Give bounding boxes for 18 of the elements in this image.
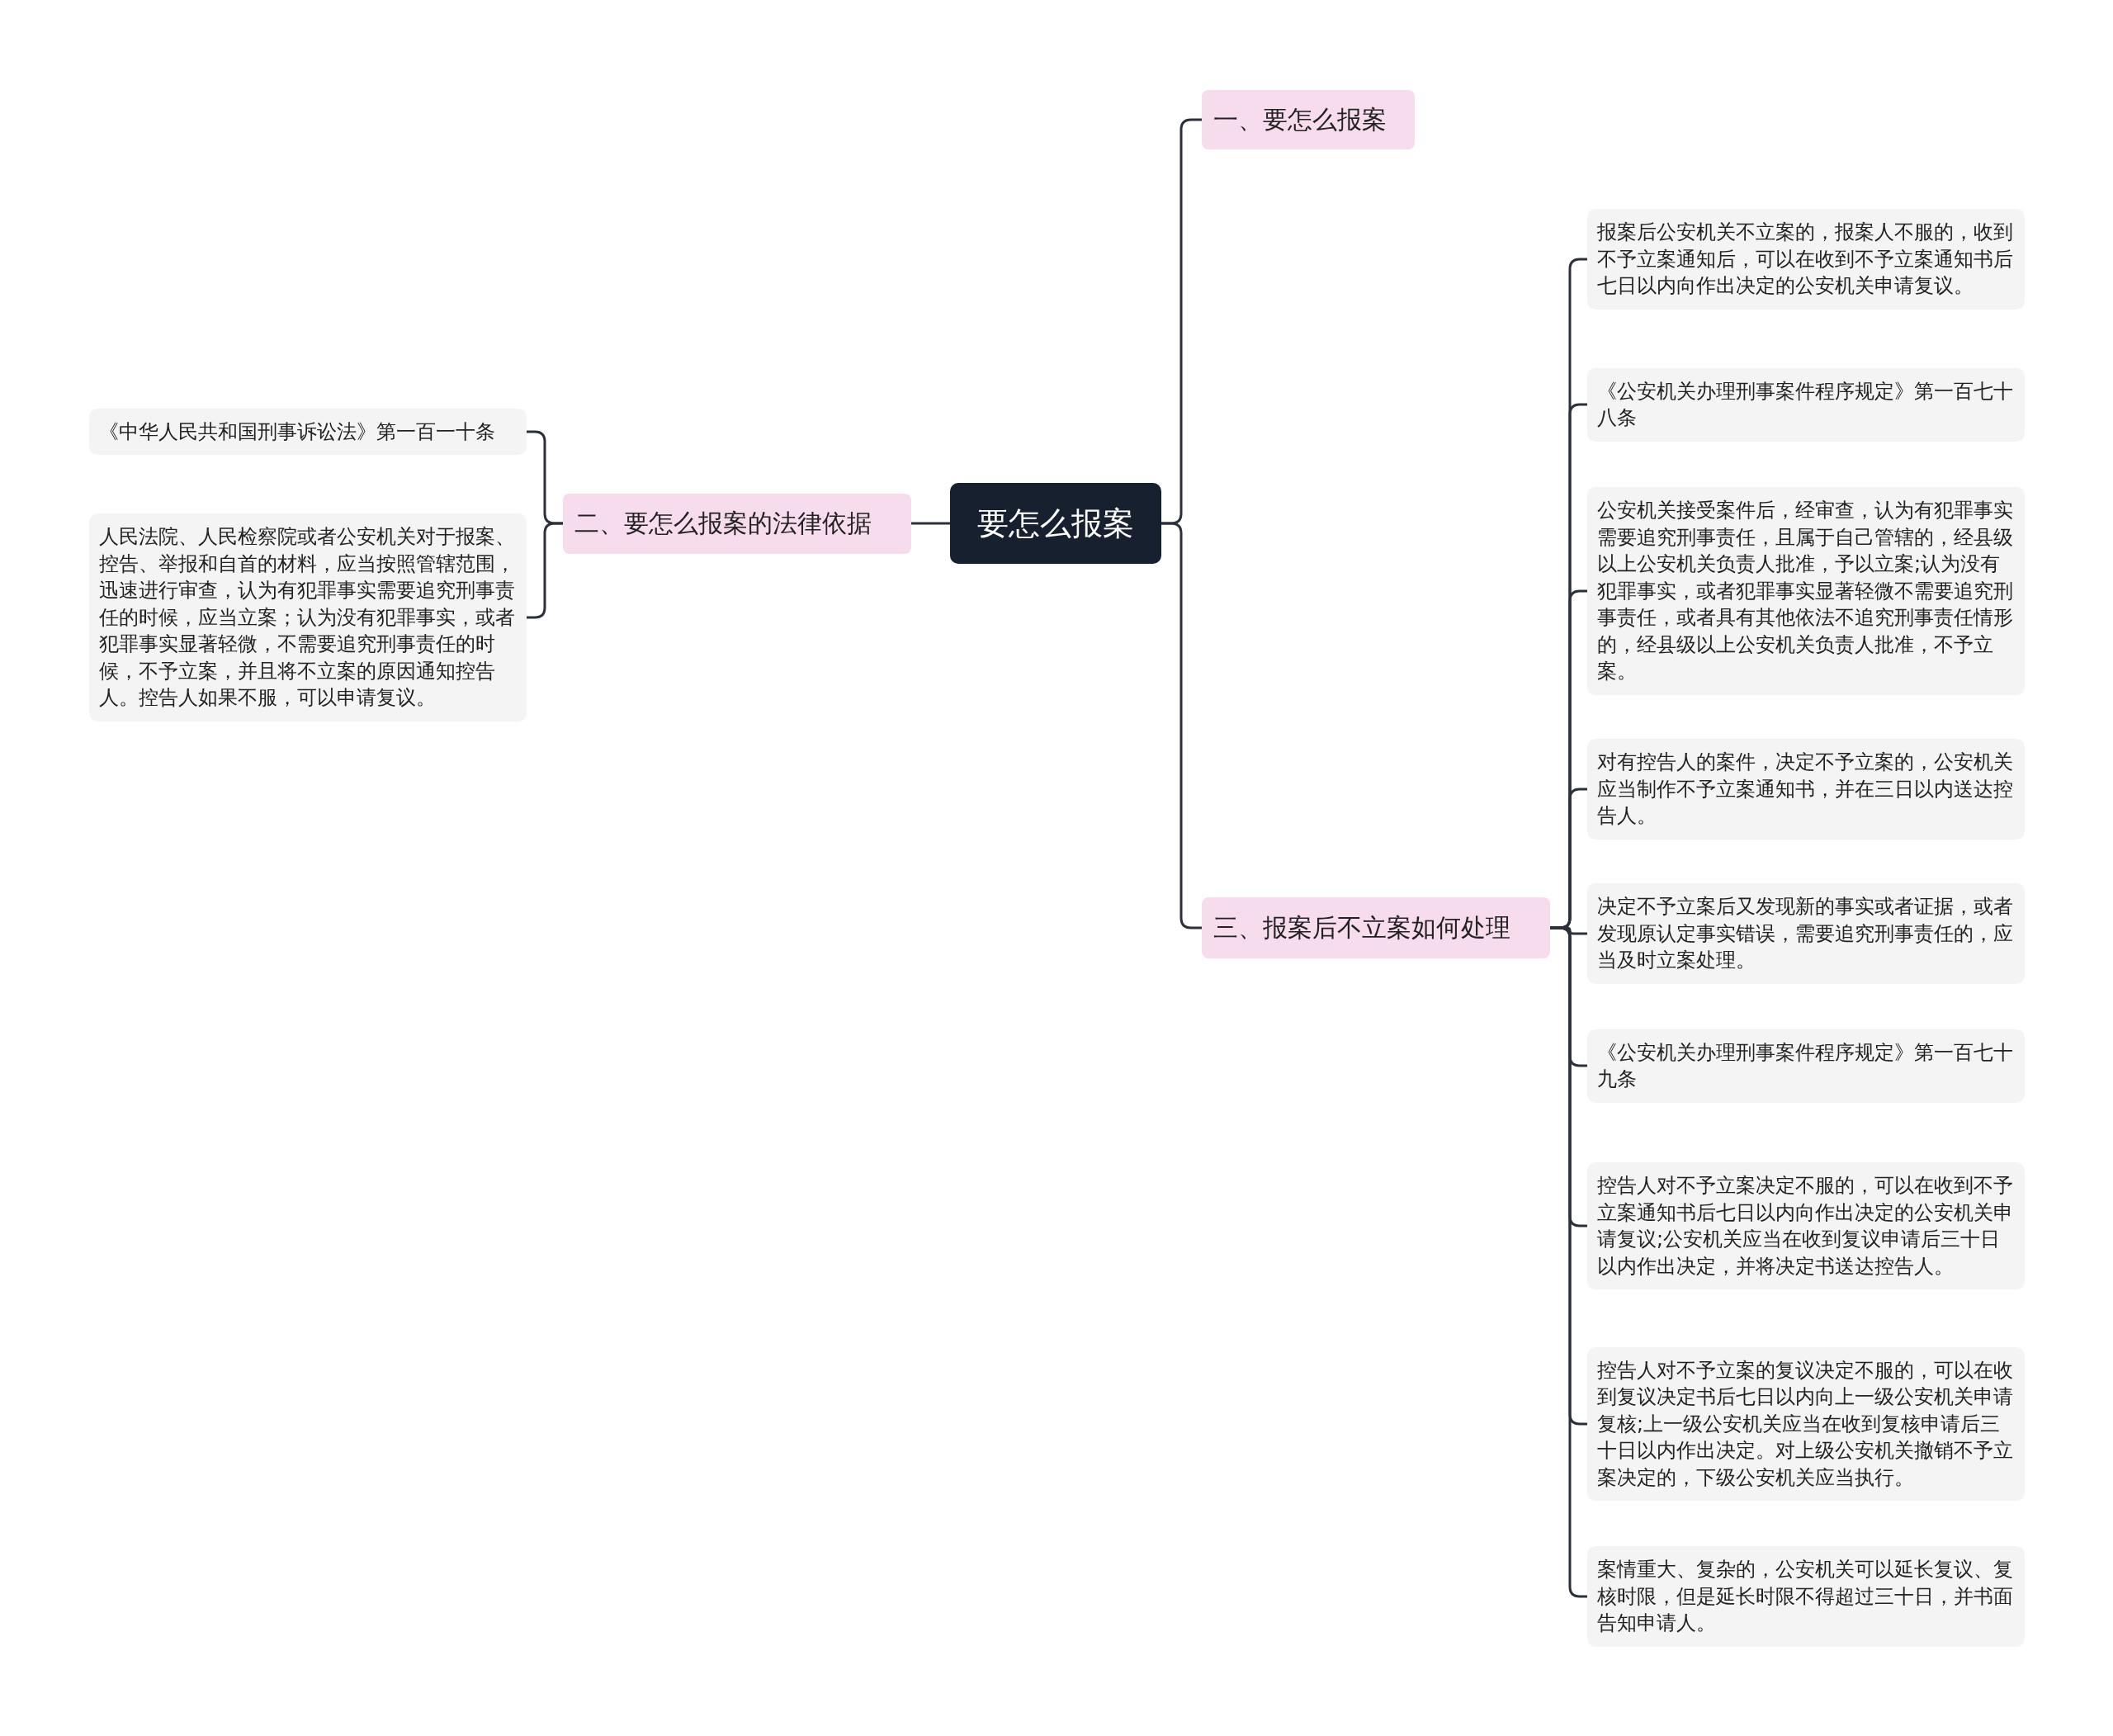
note-box: 对有控告人的案件，决定不予立案的，公安机关应当制作不予立案通知书，并在三日以内送达控告人。 bbox=[1587, 739, 2025, 840]
connector-line bbox=[911, 522, 950, 525]
note-box: 人民法院、人民检察院或者公安机关对于报案、控告、举报和自首的材料，应当按照管辖范围，迅速进行审查，认为有犯罪事实需要追究刑事责任的时候，应当立案；认为没有犯罪事实，或者犯罪事实显著轻微，不需要追究刑事责任的时候，不予立案，并且将不立案的原因通知控告人。控告人如果不服，可以申请复议。 bbox=[89, 513, 527, 721]
note-box: 报案后公安机关不立案的，报案人不服的，收到不予立案通知后，可以在收到不予立案通知书后七日以内向作出决定的公安机关申请复议。 bbox=[1587, 209, 2025, 310]
note-box: 《公安机关办理刑事案件程序规定》第一百七十八条 bbox=[1587, 367, 2025, 442]
connector-line bbox=[527, 522, 563, 619]
note-box: 控告人对不予立案的复议决定不服的，可以在收到复议决定书后七日以内向上一级公安机关申请复核;上一级公安机关应当在收到复核申请后三十日以内作出决定。对上级公安机关撤销不予立案决定的，下级公安机关应当执行。 bbox=[1587, 1346, 2025, 1502]
note-box: 《中华人民共和国刑事诉讼法》第一百一十条 bbox=[89, 408, 527, 456]
note-box: 案情重大、复杂的，公安机关可以延长复议、复核时限，但是延长时限不得超过三十日，并书面告知申请人。 bbox=[1587, 1546, 2025, 1647]
note-box: 公安机关接受案件后，经审查，认为有犯罪事实需要追究刑事责任，且属于自己管辖的，经县级以上公安机关负责人批准，予以立案;认为没有犯罪事实，或者犯罪事实显著轻微不需要追究刑事责任，或者具有其他依法不追究刑事责任情形的，经县级以上公安机关负责人批准，不予立案。 bbox=[1587, 487, 2025, 695]
note-box: 《公安机关办理刑事案件程序规定》第一百七十九条 bbox=[1587, 1029, 2025, 1103]
note-box: 决定不予立案后又发现新的事实或者证据，或者发现原认定事实错误，需要追究刑事责任的，应当及时立案处理。 bbox=[1587, 883, 2025, 984]
central-topic-box: 要怎么报案 bbox=[950, 483, 1161, 564]
note-box: 控告人对不予立案决定不服的，可以在收到不予立案通知书后七日以内向作出决定的公安机关申请复议;公安机关应当在收到复议申请后三十日以内作出决定，并将决定书送达控告人。 bbox=[1587, 1162, 2025, 1289]
branch-topic-box: 一、要怎么报案 bbox=[1202, 90, 1415, 149]
connector-line bbox=[1161, 522, 1202, 929]
branch-topic-box: 三、报案后不立案如何处理 bbox=[1202, 897, 1550, 958]
branch-topic-box: 二、要怎么报案的法律依据 bbox=[563, 493, 911, 554]
